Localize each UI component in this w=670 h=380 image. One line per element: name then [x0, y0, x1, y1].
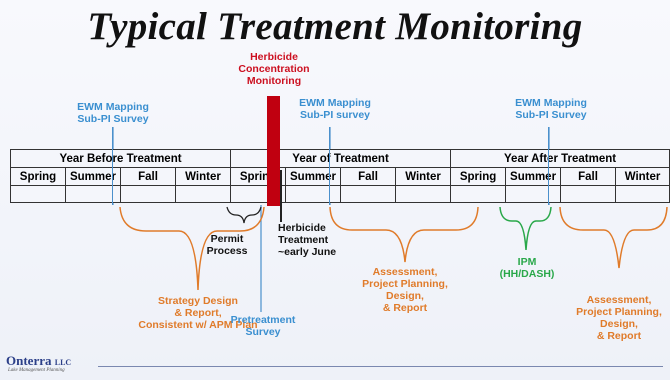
- season-cell: Winter: [395, 167, 452, 186]
- ipm-label: IPM (HH/DASH): [499, 256, 555, 280]
- mapping-line-front-1: [112, 127, 114, 205]
- ewm-mapping-label-2: EWM Mapping Sub-PI survey: [299, 97, 371, 121]
- season-cell: Summer: [285, 167, 342, 186]
- logo-tagline: Lake Management Planning: [8, 368, 65, 373]
- permit-process-label: Permit Process: [206, 233, 248, 257]
- season-row: Spring Summer Fall Winter Spring Summer …: [10, 167, 670, 186]
- year-row: Year Before Treatment Year of Treatment …: [9, 149, 670, 168]
- ipm-brace: [499, 206, 552, 251]
- blank-row: [10, 185, 670, 203]
- herbicide-bar-front: [267, 96, 280, 206]
- assessment-brace-1: [329, 206, 479, 263]
- onterra-logo: Onterra LLC: [6, 353, 72, 368]
- permit-brace: [226, 206, 262, 224]
- herbicide-monitoring-label: Herbicide Concentration Monitoring: [238, 51, 310, 87]
- pretreatment-survey-label: Pretreatment Survey: [230, 314, 296, 338]
- year-before-treatment: Year Before Treatment: [9, 149, 232, 168]
- mapping-line-front-3: [548, 127, 550, 205]
- herbicide-treatment-label: Herbicide Treatment ~early June: [278, 222, 337, 258]
- assessment-label-2: Assessment, Project Planning, Design, & …: [576, 294, 662, 342]
- season-cell: Spring: [10, 167, 66, 186]
- season-cell: Fall: [340, 167, 397, 186]
- slide-title: Typical Treatment Monitoring: [87, 5, 583, 48]
- assessment-label-1: Assessment, Project Planning, Design, & …: [362, 266, 448, 314]
- season-cell: Summer: [65, 167, 121, 186]
- ewm-mapping-label-3: EWM Mapping Sub-PI Survey: [515, 97, 587, 121]
- strategy-design-label: Strategy Design & Report, Consistent w/ …: [138, 295, 258, 331]
- season-cell: Spring: [450, 167, 507, 186]
- strategy-brace: [119, 206, 265, 291]
- season-cell: Fall: [560, 167, 617, 186]
- mapping-line-front-2: [329, 127, 331, 205]
- year-after-treatment: Year After Treatment: [450, 149, 670, 168]
- assessment-brace-2: [559, 206, 668, 269]
- season-cell: Winter: [615, 167, 670, 186]
- year-of-treatment: Year of Treatment: [230, 149, 452, 168]
- timeline-table: Year Before Treatment Year of Treatment …: [9, 149, 670, 203]
- footer-rule: [98, 366, 663, 367]
- season-cell: Fall: [120, 167, 176, 186]
- treatment-line-front: [280, 170, 282, 222]
- ewm-mapping-label-1: EWM Mapping Sub-PI Survey: [77, 101, 149, 125]
- season-cell: Winter: [174, 167, 232, 186]
- season-cell: Summer: [505, 167, 562, 186]
